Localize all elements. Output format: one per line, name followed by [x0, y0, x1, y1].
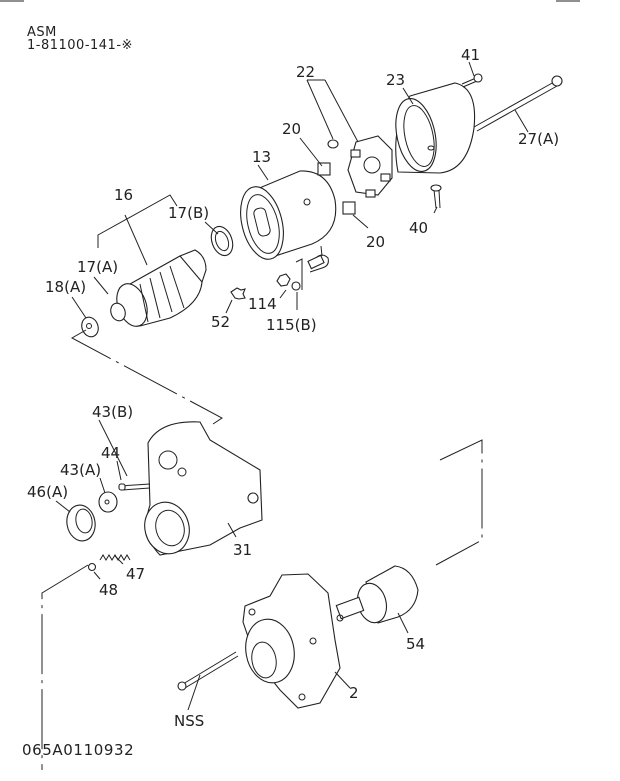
callout-46a: 46(A) — [27, 483, 68, 501]
part-front-housing[interactable] — [241, 573, 341, 709]
callout-27a: 27(A) — [518, 130, 559, 148]
callout-54: 54 — [406, 635, 425, 653]
callout-43a: 43(A) — [60, 461, 101, 479]
part-pinion-clutch[interactable] — [335, 565, 419, 626]
part-nut[interactable] — [276, 273, 291, 287]
callout-20-bottom: 20 — [366, 233, 385, 251]
callout-labels: 41 22 23 27(A) 20 13 20 40 16 17(B) 17(A… — [27, 46, 559, 730]
part-ball-48[interactable] — [87, 562, 97, 572]
callout-23: 23 — [386, 71, 405, 89]
part-armature[interactable] — [108, 249, 207, 330]
callout-48: 48 — [99, 581, 118, 599]
callout-13: 13 — [252, 148, 271, 166]
part-through-bolt[interactable] — [473, 75, 563, 132]
assembly-number: 1-81100-141-※ — [27, 38, 133, 53]
leader-lines — [55, 61, 529, 711]
part-rear-cover[interactable] — [390, 82, 476, 175]
callout-43b: 43(B) — [92, 403, 133, 421]
callout-2: 2 — [349, 684, 359, 702]
callout-22: 22 — [296, 63, 315, 81]
part-gear-housing[interactable] — [119, 421, 263, 559]
part-spring[interactable] — [99, 554, 131, 561]
callout-40: 40 — [409, 219, 428, 237]
callout-nss: NSS — [174, 712, 204, 730]
part-washer-18a[interactable] — [79, 315, 101, 339]
part-ball-44[interactable] — [118, 483, 126, 491]
callout-31: 31 — [233, 541, 252, 559]
callout-17b: 17(B) — [168, 204, 209, 222]
callout-115b: 115(B) — [266, 316, 317, 334]
callout-44: 44 — [101, 444, 120, 462]
callout-17a: 17(A) — [77, 258, 118, 276]
callout-18a: 18(A) — [45, 278, 86, 296]
leader-bracket — [295, 258, 303, 290]
part-brush-holder[interactable] — [327, 135, 393, 198]
callout-114: 114 — [248, 295, 277, 313]
callout-16: 16 — [114, 186, 133, 204]
callout-52: 52 — [211, 313, 230, 331]
part-screw-41[interactable] — [461, 73, 483, 88]
drawing-id: 065A0110932 — [22, 741, 135, 759]
part-yoke[interactable] — [234, 162, 356, 273]
part-gasket[interactable] — [230, 287, 246, 300]
assembly-label: ASM — [27, 25, 57, 40]
part-washer-115b[interactable] — [291, 281, 301, 291]
part-bolt-nss[interactable] — [177, 651, 239, 691]
part-screw-40[interactable] — [430, 184, 442, 209]
callout-20-top: 20 — [282, 120, 301, 138]
part-idler-gear[interactable] — [64, 503, 98, 543]
callout-41: 41 — [461, 46, 480, 64]
assembly-axis-lines — [41, 329, 483, 770]
callout-47: 47 — [126, 565, 145, 583]
part-retainer-43a[interactable] — [98, 491, 118, 513]
part-bearing-b[interactable] — [207, 223, 236, 258]
